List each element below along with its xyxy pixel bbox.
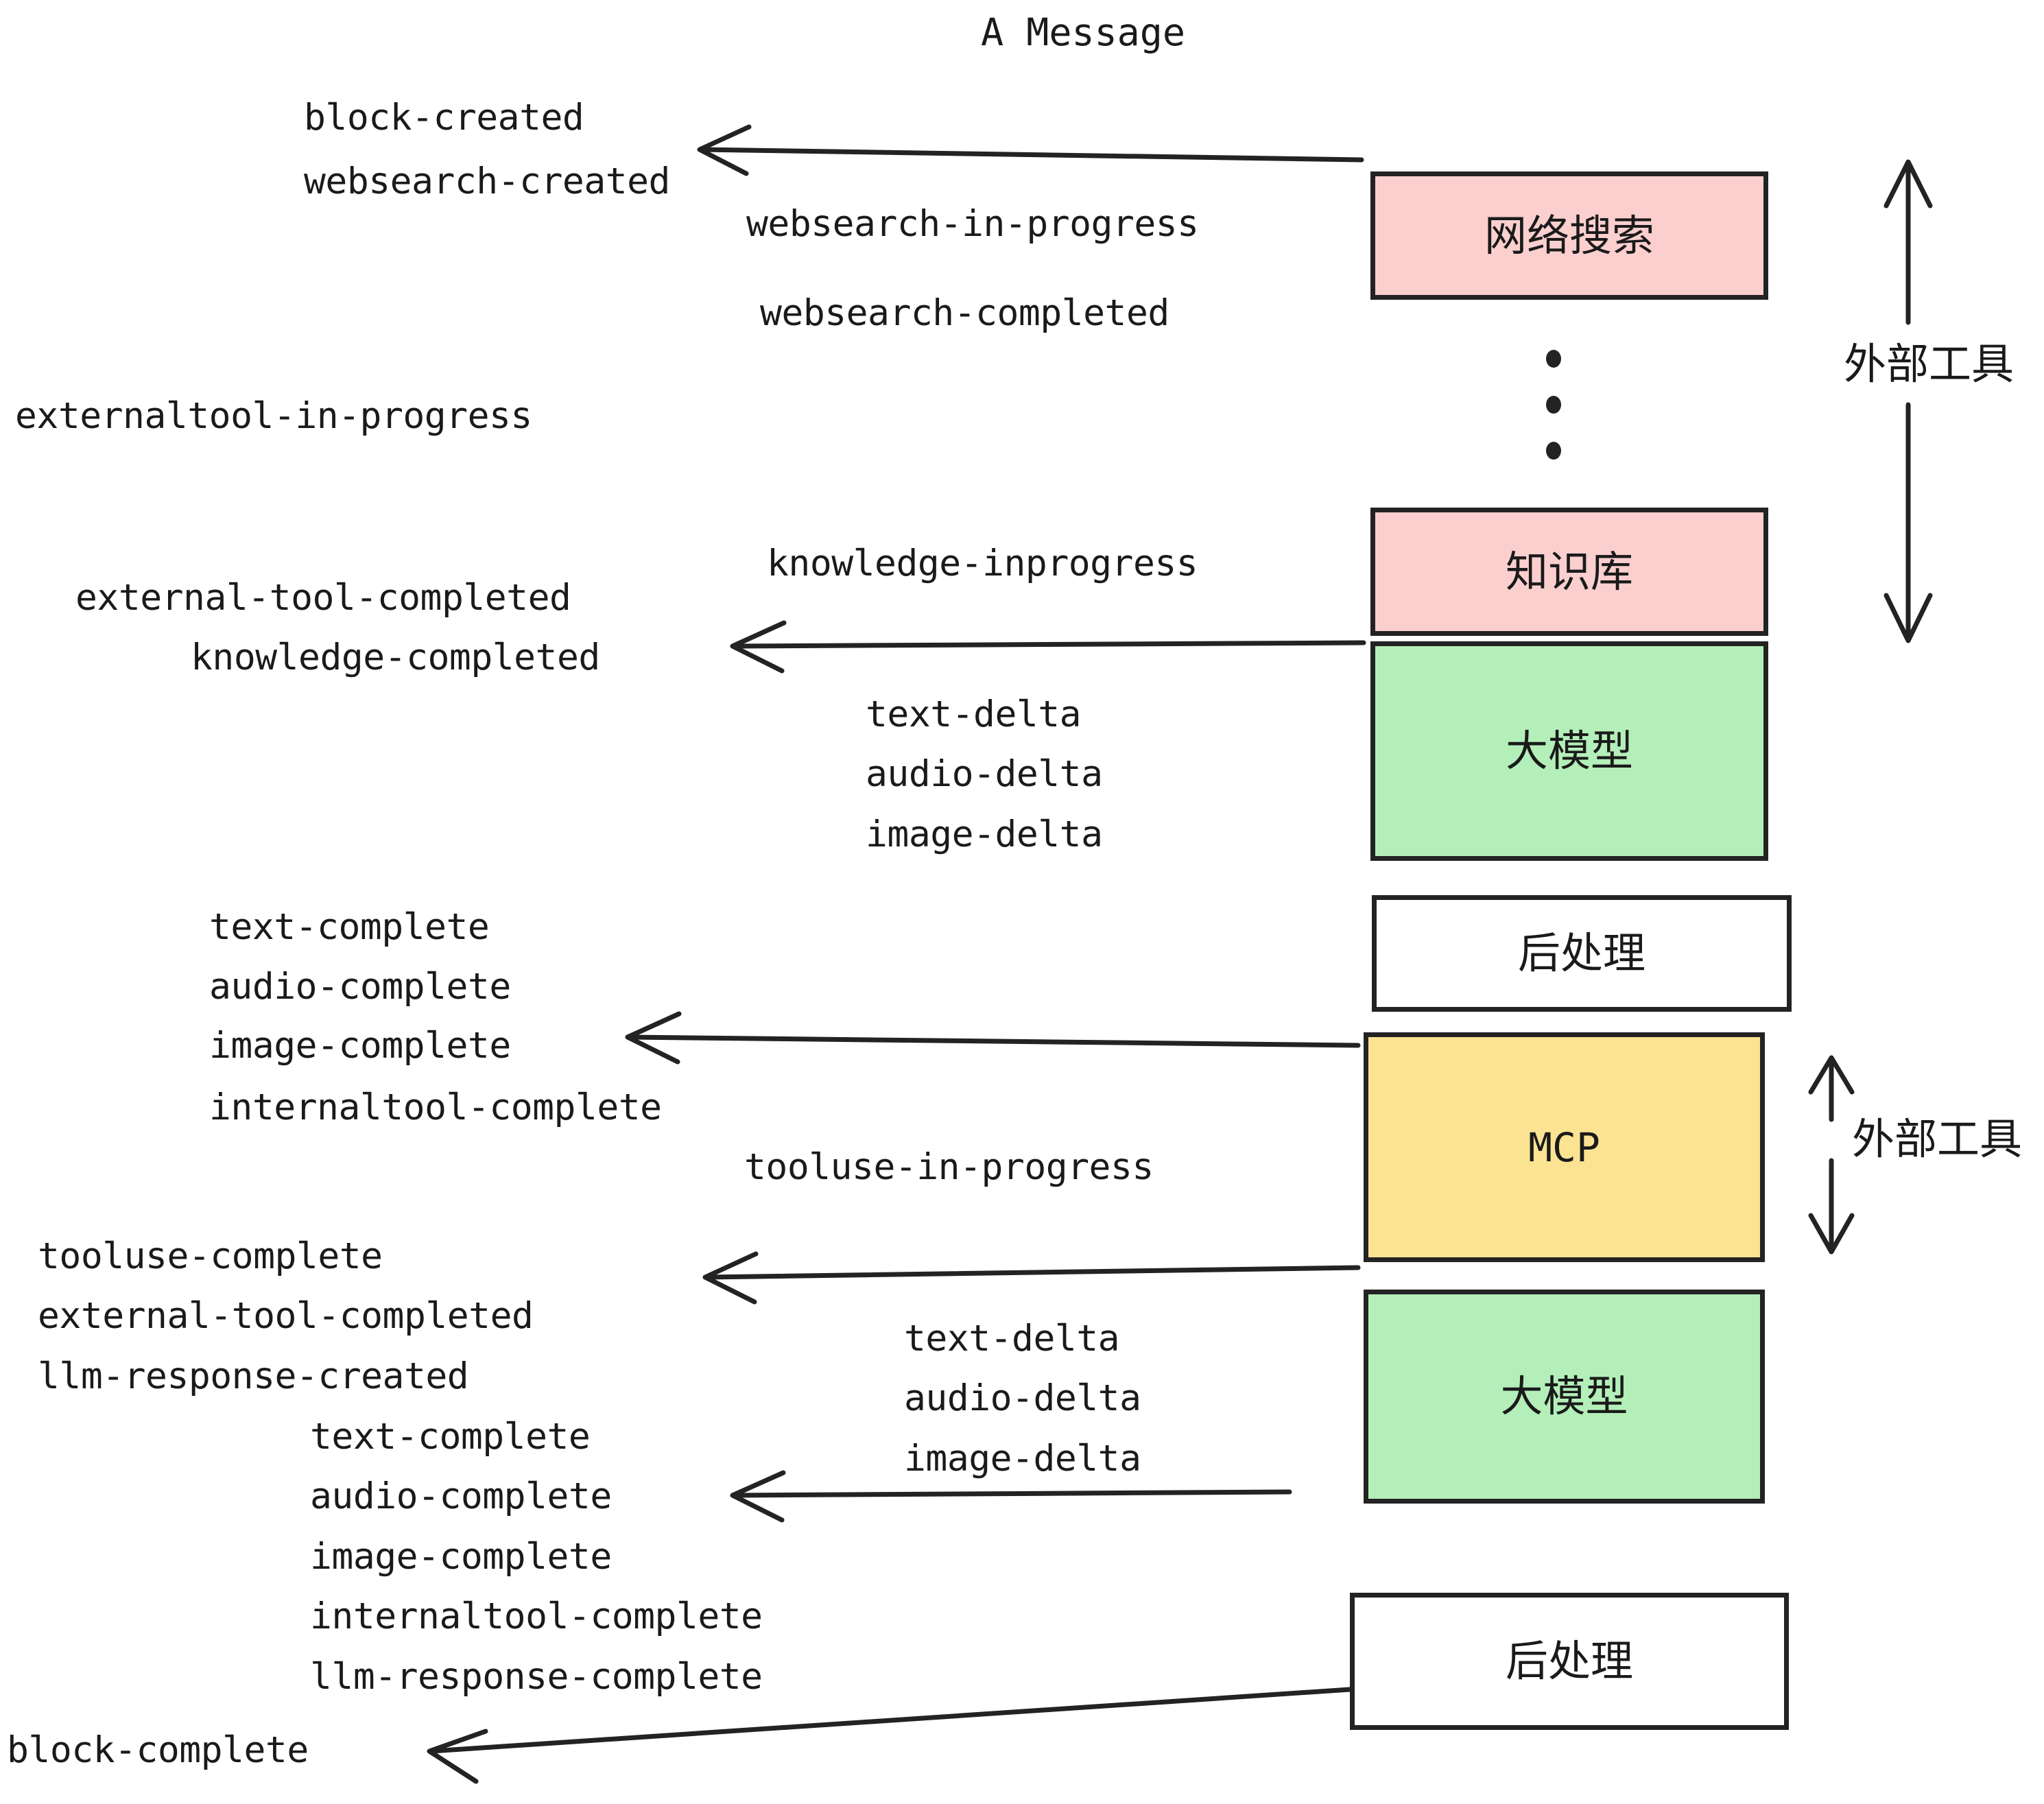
- event-externaltool-in-progress: externaltool-in-progress: [15, 395, 532, 437]
- ellipsis-dot: [1546, 350, 1561, 368]
- ellipsis-dot: [1546, 442, 1561, 460]
- arrow-external-tools-top-span: [1883, 159, 1933, 643]
- vertical-ellipsis: [1545, 350, 1562, 460]
- box-knowledge[interactable]: 知识库: [1370, 508, 1768, 636]
- box-websearch[interactable]: 网络搜索: [1370, 171, 1768, 300]
- box-llm-first-label: 大模型: [1505, 726, 1633, 776]
- arrow-postprocess-to-image-complete: [625, 1011, 1361, 1065]
- arrow-knowledge-to-completed: [730, 620, 1366, 674]
- arrow-websearch-to-created: [697, 124, 1364, 176]
- event-audio-complete-1: audio-complete: [209, 966, 511, 1008]
- event-websearch-in-progress: websearch-in-progress: [746, 203, 1199, 245]
- box-postprocess-second-label: 后处理: [1505, 1636, 1633, 1686]
- event-block-created: block-created: [304, 97, 584, 139]
- event-text-complete-2: text-complete: [310, 1416, 591, 1458]
- event-block-complete: block-complete: [7, 1729, 309, 1771]
- event-llm-response-complete: llm-response-complete: [310, 1656, 763, 1698]
- event-text-delta-1: text-delta: [866, 693, 1082, 735]
- page-title: A Message: [981, 10, 1186, 54]
- event-internaltool-complete-2: internaltool-complete: [310, 1595, 763, 1637]
- event-audio-delta-1: audio-delta: [866, 753, 1103, 795]
- event-image-complete-1: image-complete: [209, 1025, 511, 1067]
- event-image-delta-2: image-delta: [904, 1438, 1141, 1480]
- box-postprocess-first[interactable]: 后处理: [1372, 895, 1792, 1012]
- side-label-external-tools-top: 外部工具: [1844, 339, 2015, 389]
- event-websearch-created: websearch-created: [304, 161, 670, 202]
- arrow-mcp-to-tooluse-complete: [702, 1251, 1361, 1305]
- arrow-external-tools-bottom-span: [1808, 1055, 1855, 1255]
- event-audio-delta-2: audio-delta: [904, 1377, 1141, 1419]
- event-text-complete-1: text-complete: [209, 906, 490, 948]
- event-internaltool-complete-1: internaltool-complete: [209, 1087, 662, 1128]
- event-external-tool-completed-1: external-tool-completed: [75, 577, 571, 619]
- event-image-delta-1: image-delta: [866, 814, 1103, 855]
- box-websearch-label: 网络搜索: [1484, 210, 1654, 261]
- box-llm-first[interactable]: 大模型: [1370, 641, 1768, 861]
- arrow-postprocess-to-block-complete: [427, 1687, 1353, 1784]
- box-knowledge-label: 知识库: [1505, 546, 1633, 597]
- box-mcp-label: MCP: [1528, 1124, 1600, 1171]
- event-knowledge-inprogress: knowledge-inprogress: [767, 543, 1198, 584]
- event-tooluse-in-progress: tooluse-in-progress: [744, 1146, 1154, 1188]
- event-image-complete-2: image-complete: [310, 1536, 612, 1578]
- event-llm-response-created: llm-response-created: [38, 1355, 469, 1397]
- ellipsis-dot: [1546, 396, 1561, 414]
- event-knowledge-completed: knowledge-completed: [191, 637, 600, 678]
- event-text-delta-2: text-delta: [904, 1318, 1120, 1360]
- event-external-tool-completed-2: external-tool-completed: [38, 1295, 534, 1337]
- box-postprocess-first-label: 后处理: [1517, 928, 1645, 978]
- event-websearch-completed: websearch-completed: [760, 292, 1169, 334]
- box-llm-second[interactable]: 大模型: [1364, 1290, 1765, 1504]
- event-audio-complete-2: audio-complete: [310, 1475, 612, 1517]
- side-label-external-tools-bottom: 外部工具: [1852, 1114, 2023, 1164]
- box-postprocess-second[interactable]: 后处理: [1350, 1593, 1789, 1730]
- arrow-llm-to-audio-complete: [730, 1470, 1292, 1523]
- box-mcp[interactable]: MCP: [1364, 1032, 1765, 1262]
- event-tooluse-complete: tooluse-complete: [38, 1235, 383, 1277]
- box-llm-second-label: 大模型: [1500, 1371, 1628, 1421]
